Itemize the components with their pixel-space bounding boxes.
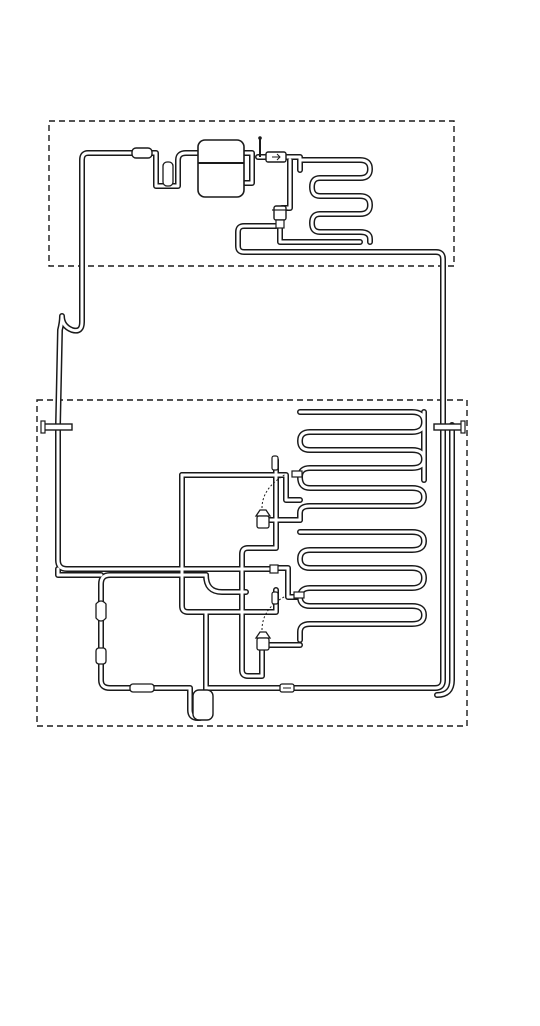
liquid-receiver [130,684,154,692]
sight-glass-outdoor [266,152,286,162]
sensor-bulb-lower [294,592,304,598]
compressor [198,140,244,197]
pipe-header-top [182,475,300,500]
sight-glass [280,684,294,692]
accumulator-trap [193,690,213,720]
evaporator-coil-upper [300,412,424,520]
filter-top [132,148,152,158]
pipe-liquid-return [238,226,443,688]
expansion-valve-lower [256,592,286,650]
outdoor-unit-boundary [49,121,454,266]
pipe-left-riser [58,153,272,569]
pressure-sensor [258,136,262,157]
sensor-bulb-upper [292,471,302,477]
riser-coupling [270,565,278,573]
condenser-coil [300,160,370,242]
suction-trap [163,162,173,186]
